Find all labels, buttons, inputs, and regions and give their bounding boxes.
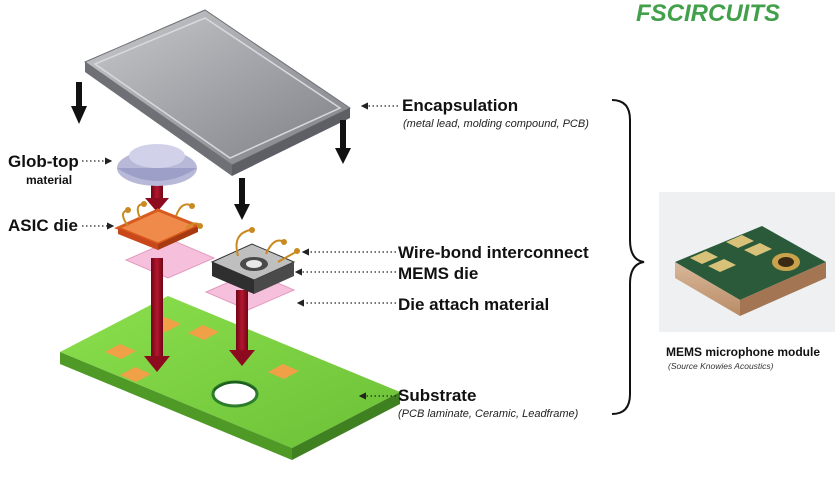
glob-top-label-line2: material bbox=[26, 173, 73, 187]
mems-die bbox=[210, 227, 300, 294]
encapsulation-sublabel: (metal lead, molding compound, PCB) bbox=[403, 118, 589, 130]
asic-die bbox=[114, 201, 203, 250]
encapsulation-label: Encapsulation bbox=[402, 96, 519, 115]
lid-arrows bbox=[71, 82, 351, 220]
mems-module-photo bbox=[659, 192, 835, 332]
leader-lines bbox=[82, 102, 398, 400]
glob-top-label: Glob-top bbox=[8, 152, 79, 171]
die-attach-left bbox=[124, 239, 216, 279]
encapsulation-lid bbox=[83, 9, 351, 176]
substrate-sublabel: (PCB laminate, Ceramic, Leadframe) bbox=[398, 408, 579, 420]
asic-die-label: ASIC die bbox=[8, 216, 78, 235]
grouping-brace bbox=[611, 99, 645, 415]
die-attach-label: Die attach material bbox=[398, 295, 550, 314]
glob-top bbox=[117, 144, 197, 186]
wire-bond-label: Wire-bond interconnect bbox=[398, 243, 589, 262]
substrate-board bbox=[60, 296, 400, 460]
mems-die-label: MEMS die bbox=[398, 264, 479, 283]
assembly-arrow-right bbox=[229, 290, 255, 366]
module-caption: MEMS microphone module bbox=[666, 345, 821, 359]
module-source: (Source Knowies Acoustics) bbox=[668, 361, 774, 371]
assembly-arrow-left bbox=[144, 258, 170, 372]
substrate-label: Substrate bbox=[398, 386, 477, 405]
fs-circuits-logo: FSCIRCUITS bbox=[636, 0, 780, 27]
